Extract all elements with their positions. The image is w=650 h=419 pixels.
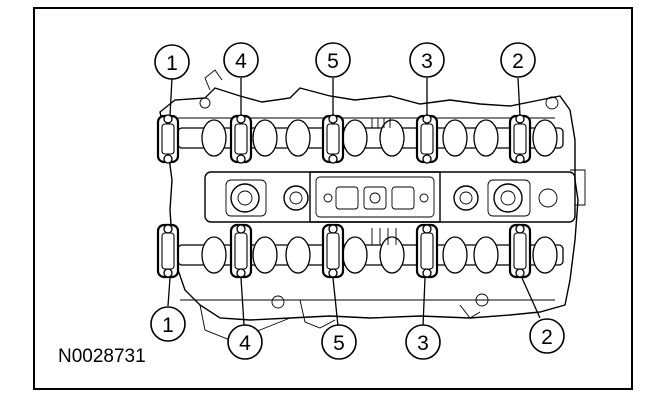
callout-bottom-2-label: 2	[541, 326, 553, 349]
bottom-cap-1	[156, 223, 180, 279]
figure-reference-number: N0028731	[58, 346, 146, 367]
callout-top-5-label: 5	[327, 50, 339, 73]
bottom-leader-lines	[167, 277, 541, 327]
bottom-bearing-caps	[156, 223, 532, 279]
cylinder-head-outline	[159, 69, 586, 341]
callout-bottom-4-label: 4	[239, 332, 251, 355]
center-plate	[204, 171, 576, 223]
callout-top-3-label: 3	[421, 50, 433, 73]
top-callouts: 1 4 5 3 2	[154, 42, 536, 80]
callout-top-4-label: 4	[235, 50, 247, 73]
top-cap-3	[415, 114, 439, 164]
callout-bottom-2: 2	[529, 318, 565, 354]
callout-bottom-3-label: 3	[417, 332, 429, 355]
callout-bottom-4: 4	[227, 324, 263, 360]
bottom-cap-2	[508, 223, 532, 279]
callout-top-2-label: 2	[512, 50, 524, 73]
top-cap-4	[229, 114, 253, 164]
callout-top-2: 2	[500, 42, 536, 78]
callout-top-1-label: 1	[166, 52, 178, 75]
callout-bottom-3: 3	[405, 324, 441, 360]
top-cap-5	[321, 114, 345, 164]
callout-bottom-1: 1	[150, 306, 186, 342]
callout-bottom-1-label: 1	[162, 314, 174, 337]
bottom-cap-4	[229, 223, 253, 279]
callout-top-3: 3	[409, 42, 445, 78]
bottom-camshaft	[177, 228, 564, 274]
callout-top-1: 1	[154, 44, 190, 80]
top-cap-2	[508, 114, 532, 164]
top-camshaft	[177, 118, 564, 157]
bottom-cap-5	[321, 223, 345, 279]
callout-top-4: 4	[223, 42, 259, 78]
bottom-cap-3	[415, 223, 439, 279]
top-cap-1	[156, 114, 180, 164]
bottom-callouts: 1 4 5 3 2	[150, 306, 565, 360]
top-leader-lines	[169, 77, 521, 117]
callout-bottom-5-label: 5	[333, 332, 345, 355]
callout-bottom-5: 5	[321, 324, 357, 360]
callout-top-5: 5	[315, 42, 351, 78]
